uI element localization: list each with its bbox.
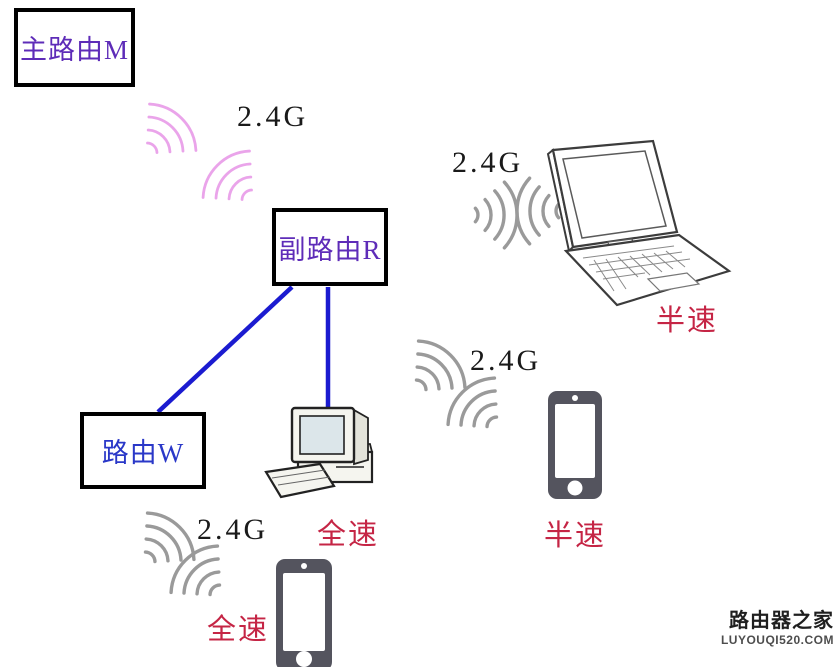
band-label-phone-bottom-link: 2.4G bbox=[197, 513, 269, 546]
laptop-icon bbox=[546, 139, 732, 307]
secondary-router-box: 副路由R bbox=[272, 208, 388, 286]
router-w-box: 路由W bbox=[80, 412, 206, 489]
smartphone-bottom-icon bbox=[276, 559, 332, 667]
band-label-phone-right-link: 2.4G bbox=[470, 344, 542, 377]
wifi-signal-laptop-icon bbox=[473, 176, 561, 250]
router-w-label: 路由W bbox=[101, 438, 185, 468]
smartphone-right-icon bbox=[548, 391, 602, 499]
band-label-main-link: 2.4G bbox=[237, 100, 309, 133]
main-router-label: 主路由M bbox=[19, 35, 129, 65]
wired-line-secondary-to-router-w bbox=[156, 285, 294, 414]
main-router-box: 主路由M bbox=[14, 8, 135, 87]
band-label-laptop-link: 2.4G bbox=[452, 146, 524, 179]
watermark: 路由器之家 LUYOUQI520.COM bbox=[721, 609, 834, 647]
desktop-computer-icon bbox=[264, 406, 374, 499]
watermark-site-url: LUYOUQI520.COM bbox=[720, 633, 834, 647]
secondary-router-label: 副路由R bbox=[278, 234, 382, 265]
speed-label-laptop: 半速 bbox=[656, 305, 719, 337]
speed-label-phone-bottom: 全速 bbox=[207, 614, 270, 646]
speed-label-phone-right: 半速 bbox=[544, 520, 607, 552]
speed-label-desktop: 全速 bbox=[317, 519, 380, 551]
watermark-site-name: 路由器之家 bbox=[729, 610, 834, 632]
